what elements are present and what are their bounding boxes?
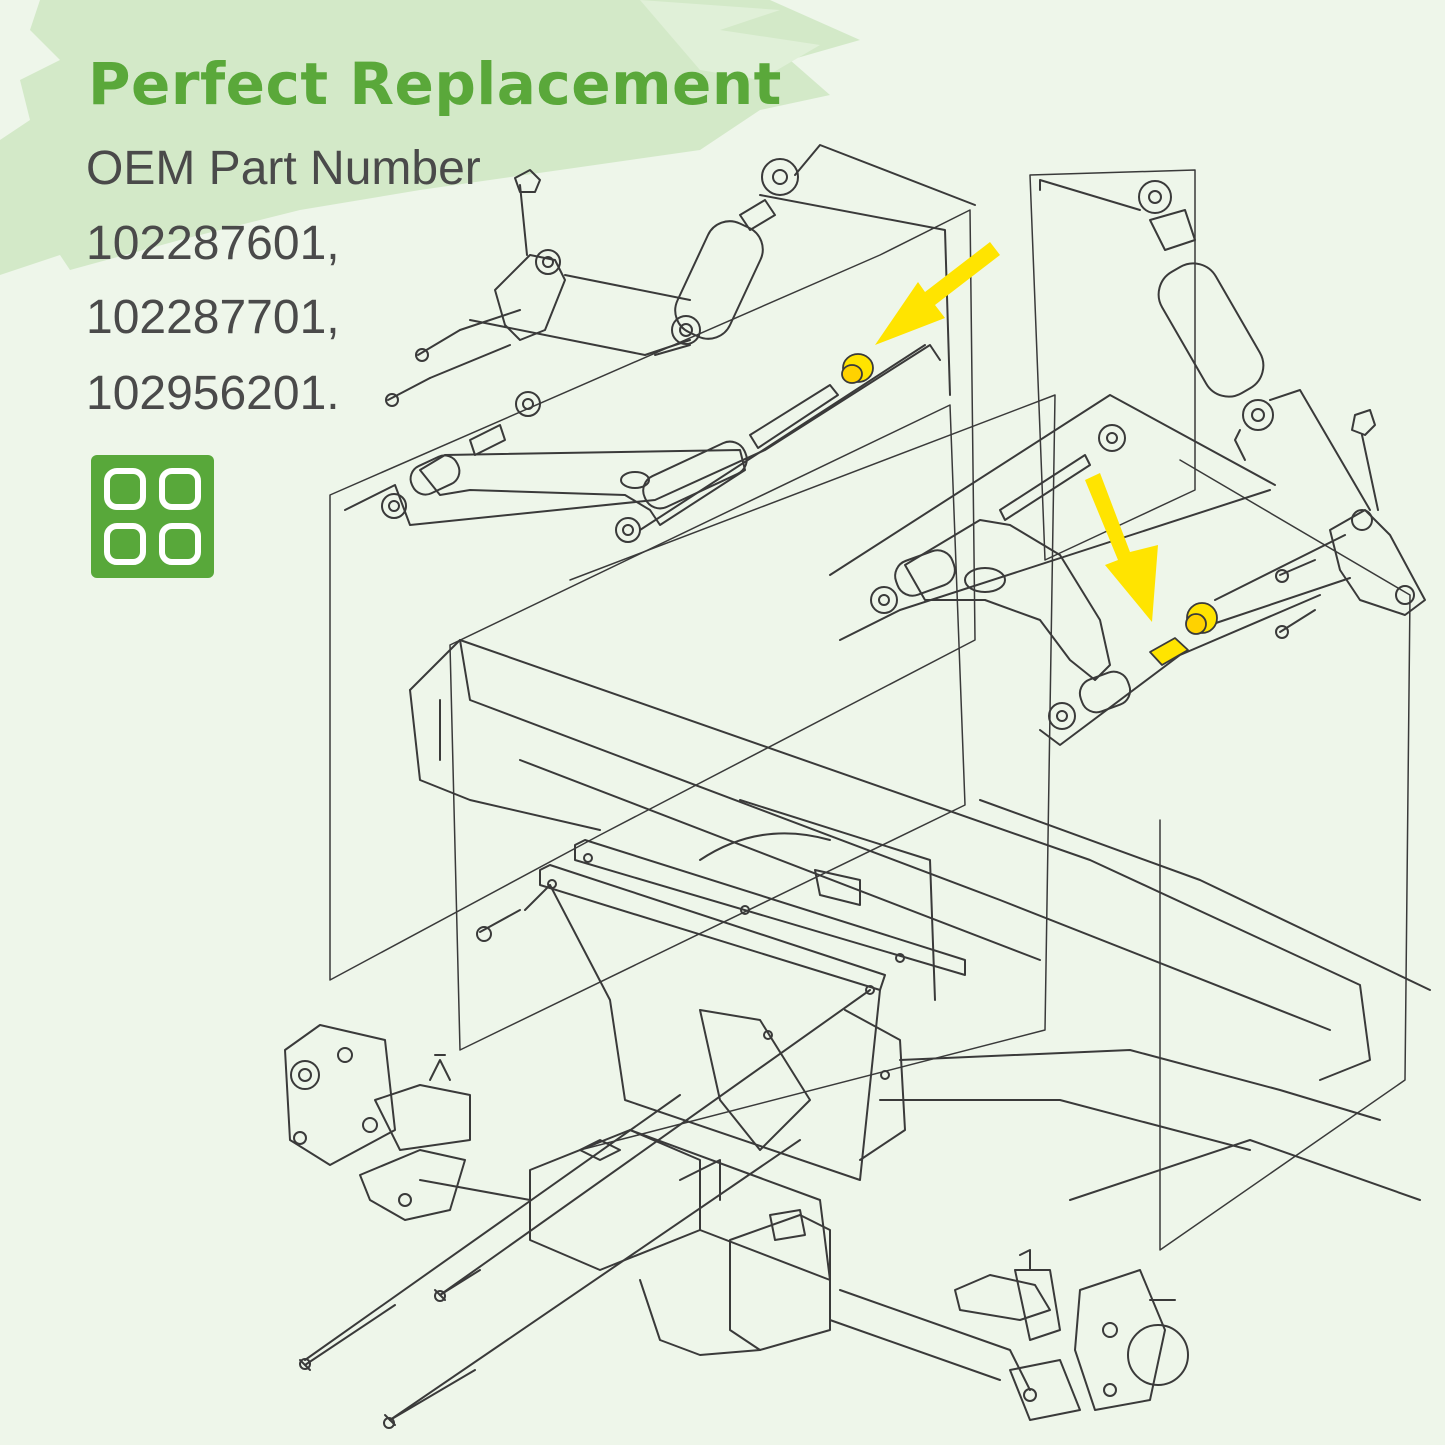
cart-frame — [409, 639, 1431, 1201]
left-control-arm — [344, 344, 941, 543]
highlight-bushings — [841, 353, 1218, 666]
part-number-3: 102956201. — [86, 367, 340, 420]
right-spindle — [954, 1249, 1189, 1421]
part-number-1: 102287601, — [86, 217, 340, 270]
left-bracket — [385, 169, 691, 407]
side-bolt — [476, 884, 551, 942]
part-number-2: 102287701, — [86, 291, 340, 344]
grid-icon — [104, 468, 201, 565]
right-bracket — [1209, 409, 1426, 639]
right-control-arm — [829, 394, 1321, 746]
brush-stroke-background — [0, 0, 860, 275]
cross-plate — [539, 799, 966, 1181]
page-title: Perfect Replacement — [88, 50, 782, 118]
left-shock — [654, 144, 976, 396]
oem-label: OEM Part Number — [86, 142, 481, 195]
arrow-icon — [875, 242, 1158, 622]
left-spindle — [284, 1024, 471, 1221]
lower-bolts — [299, 989, 871, 1429]
frame-outlines — [329, 169, 1411, 1251]
axle-assembly — [419, 1129, 1031, 1391]
right-shock — [1039, 179, 1371, 511]
grid-badge — [91, 455, 214, 578]
